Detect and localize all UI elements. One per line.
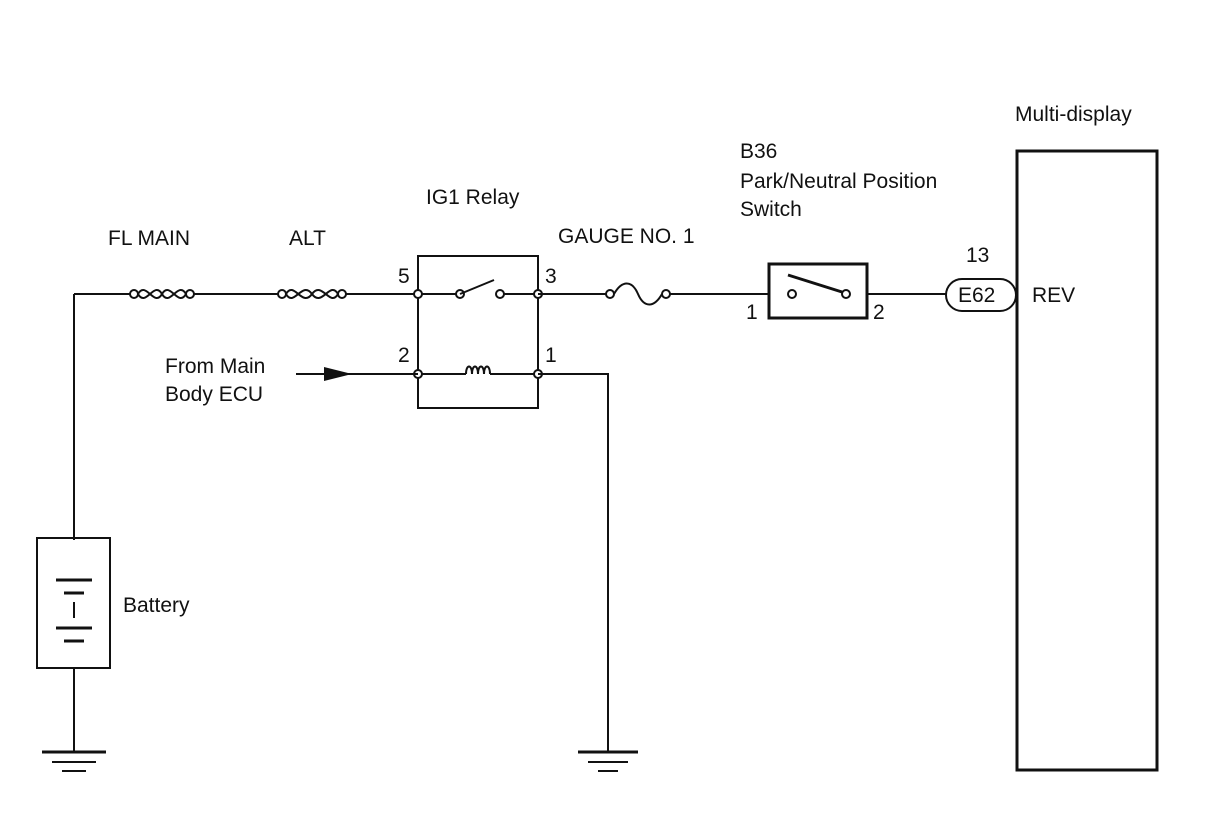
from-ecu-line1: From Main — [165, 355, 265, 378]
gauge-fuse: GAUGE NO. 1 — [538, 225, 768, 306]
relay-pin-1: 1 — [545, 344, 557, 367]
switch-name-line1: Park/Neutral Position — [740, 170, 937, 193]
fl-main-label: FL MAIN — [108, 227, 190, 250]
ig1-relay: IG1 Relay 5 3 2 1 — [398, 186, 557, 409]
multi-display: Multi-display REV — [1015, 103, 1159, 772]
battery-ground-icon — [42, 750, 106, 772]
fl-main-fusible-link: FL MAIN — [108, 227, 195, 299]
gauge-fuse-label: GAUGE NO. 1 — [558, 225, 695, 248]
alt-label: ALT — [289, 227, 326, 250]
input-arrow-icon — [324, 367, 352, 381]
connector-pin: 13 — [966, 244, 989, 267]
switch-code: B36 — [740, 140, 777, 163]
switch-name-line2: Switch — [740, 198, 802, 221]
connector-code: E62 — [958, 284, 995, 307]
relay-pin-3: 3 — [545, 265, 557, 288]
switch-pin-1: 1 — [746, 301, 758, 324]
connector-e62: E62 13 — [945, 244, 1017, 312]
relay-ground-icon — [578, 750, 638, 772]
relay-pin-2: 2 — [398, 344, 410, 367]
battery-positive-wire — [73, 293, 418, 540]
park-neutral-position-switch: B36 Park/Neutral Position Switch 1 2 — [740, 140, 937, 324]
rev-terminal-label: REV — [1032, 284, 1075, 307]
from-ecu-line2: Body ECU — [165, 383, 263, 406]
switch-pin-2: 2 — [873, 301, 885, 324]
ig1-relay-label: IG1 Relay — [426, 186, 520, 209]
from-main-body-ecu-input: From Main Body ECU — [165, 355, 418, 406]
alt-fusible-link: ALT — [277, 227, 347, 299]
multi-display-label: Multi-display — [1015, 103, 1132, 126]
battery-label: Battery — [123, 594, 190, 617]
battery: Battery — [36, 537, 190, 752]
relay-coil-ground-wire — [538, 373, 609, 752]
relay-pin-5: 5 — [398, 265, 410, 288]
